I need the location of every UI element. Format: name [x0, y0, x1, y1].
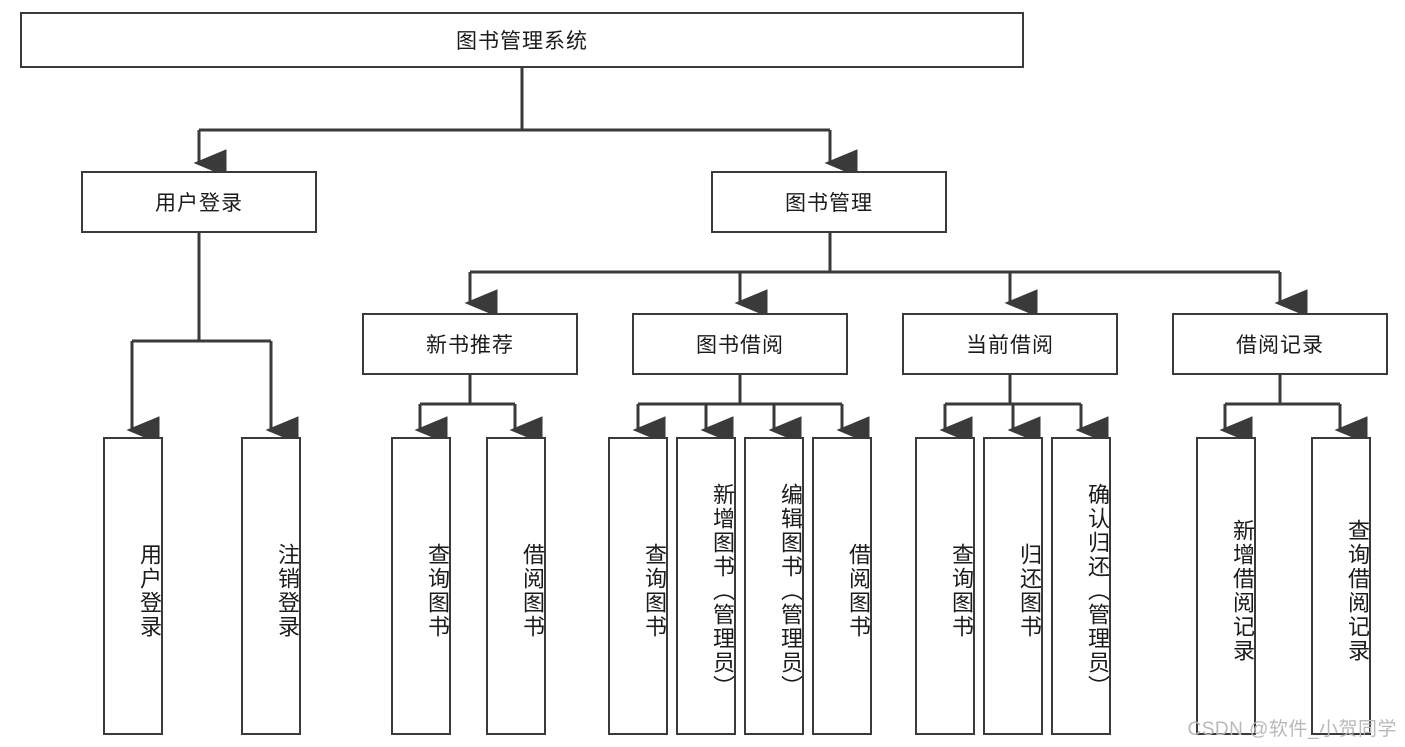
node-root-system[interactable]: 图书管理系统	[20, 12, 1024, 68]
leaf-user-login-signout[interactable]: 注销登录	[241, 437, 301, 735]
node-label: 编辑图书（管理员）	[778, 483, 803, 699]
leaf-current-confirm-return[interactable]: 确认归还（管理员）	[1051, 437, 1111, 735]
leaf-new-book-query[interactable]: 查询图书	[391, 437, 451, 735]
node-label: 新增图书（管理员）	[710, 483, 735, 699]
node-book-management[interactable]: 图书管理	[711, 171, 947, 233]
leaf-borrow-query[interactable]: 查询图书	[608, 437, 668, 735]
leaf-borrow-edit-book[interactable]: 编辑图书（管理员）	[744, 437, 804, 735]
node-label: 新书推荐	[426, 334, 514, 357]
node-label: 查询图书	[642, 543, 667, 639]
leaf-current-query[interactable]: 查询图书	[915, 437, 975, 735]
node-label: 新增借阅记录	[1230, 519, 1255, 663]
node-book-borrow[interactable]: 图书借阅	[632, 313, 848, 375]
node-label: 图书管理系统	[456, 30, 588, 53]
node-label: 图书借阅	[696, 334, 784, 357]
leaf-record-add[interactable]: 新增借阅记录	[1196, 437, 1256, 735]
leaf-new-book-borrow[interactable]: 借阅图书	[486, 437, 546, 735]
node-label: 用户登录	[155, 192, 243, 215]
node-label: 图书管理	[785, 192, 873, 215]
node-label: 归还图书	[1017, 543, 1042, 639]
leaf-current-return[interactable]: 归还图书	[983, 437, 1043, 735]
leaf-record-query[interactable]: 查询借阅记录	[1311, 437, 1371, 735]
leaf-borrow-borrow-book[interactable]: 借阅图书	[812, 437, 872, 735]
leaf-borrow-add-book[interactable]: 新增图书（管理员）	[676, 437, 736, 735]
node-label: 借阅图书	[520, 543, 545, 639]
leaf-user-login-signin[interactable]: 用户登录	[103, 437, 163, 735]
node-label: 查询图书	[425, 543, 450, 639]
node-label: 查询图书	[949, 543, 974, 639]
node-new-book-recommend[interactable]: 新书推荐	[362, 313, 578, 375]
watermark-text: CSDN @软件_小贺同学	[1187, 719, 1397, 740]
node-label: 借阅记录	[1236, 334, 1324, 357]
node-label: 查询借阅记录	[1345, 519, 1370, 663]
node-label: 用户登录	[137, 543, 162, 639]
node-label: 确认归还（管理员）	[1085, 483, 1110, 699]
node-borrow-record[interactable]: 借阅记录	[1172, 313, 1388, 375]
node-user-login[interactable]: 用户登录	[81, 171, 317, 233]
node-label: 注销登录	[275, 543, 300, 639]
node-label: 借阅图书	[846, 543, 871, 639]
node-label: 当前借阅	[966, 334, 1054, 357]
node-current-borrow[interactable]: 当前借阅	[902, 313, 1118, 375]
